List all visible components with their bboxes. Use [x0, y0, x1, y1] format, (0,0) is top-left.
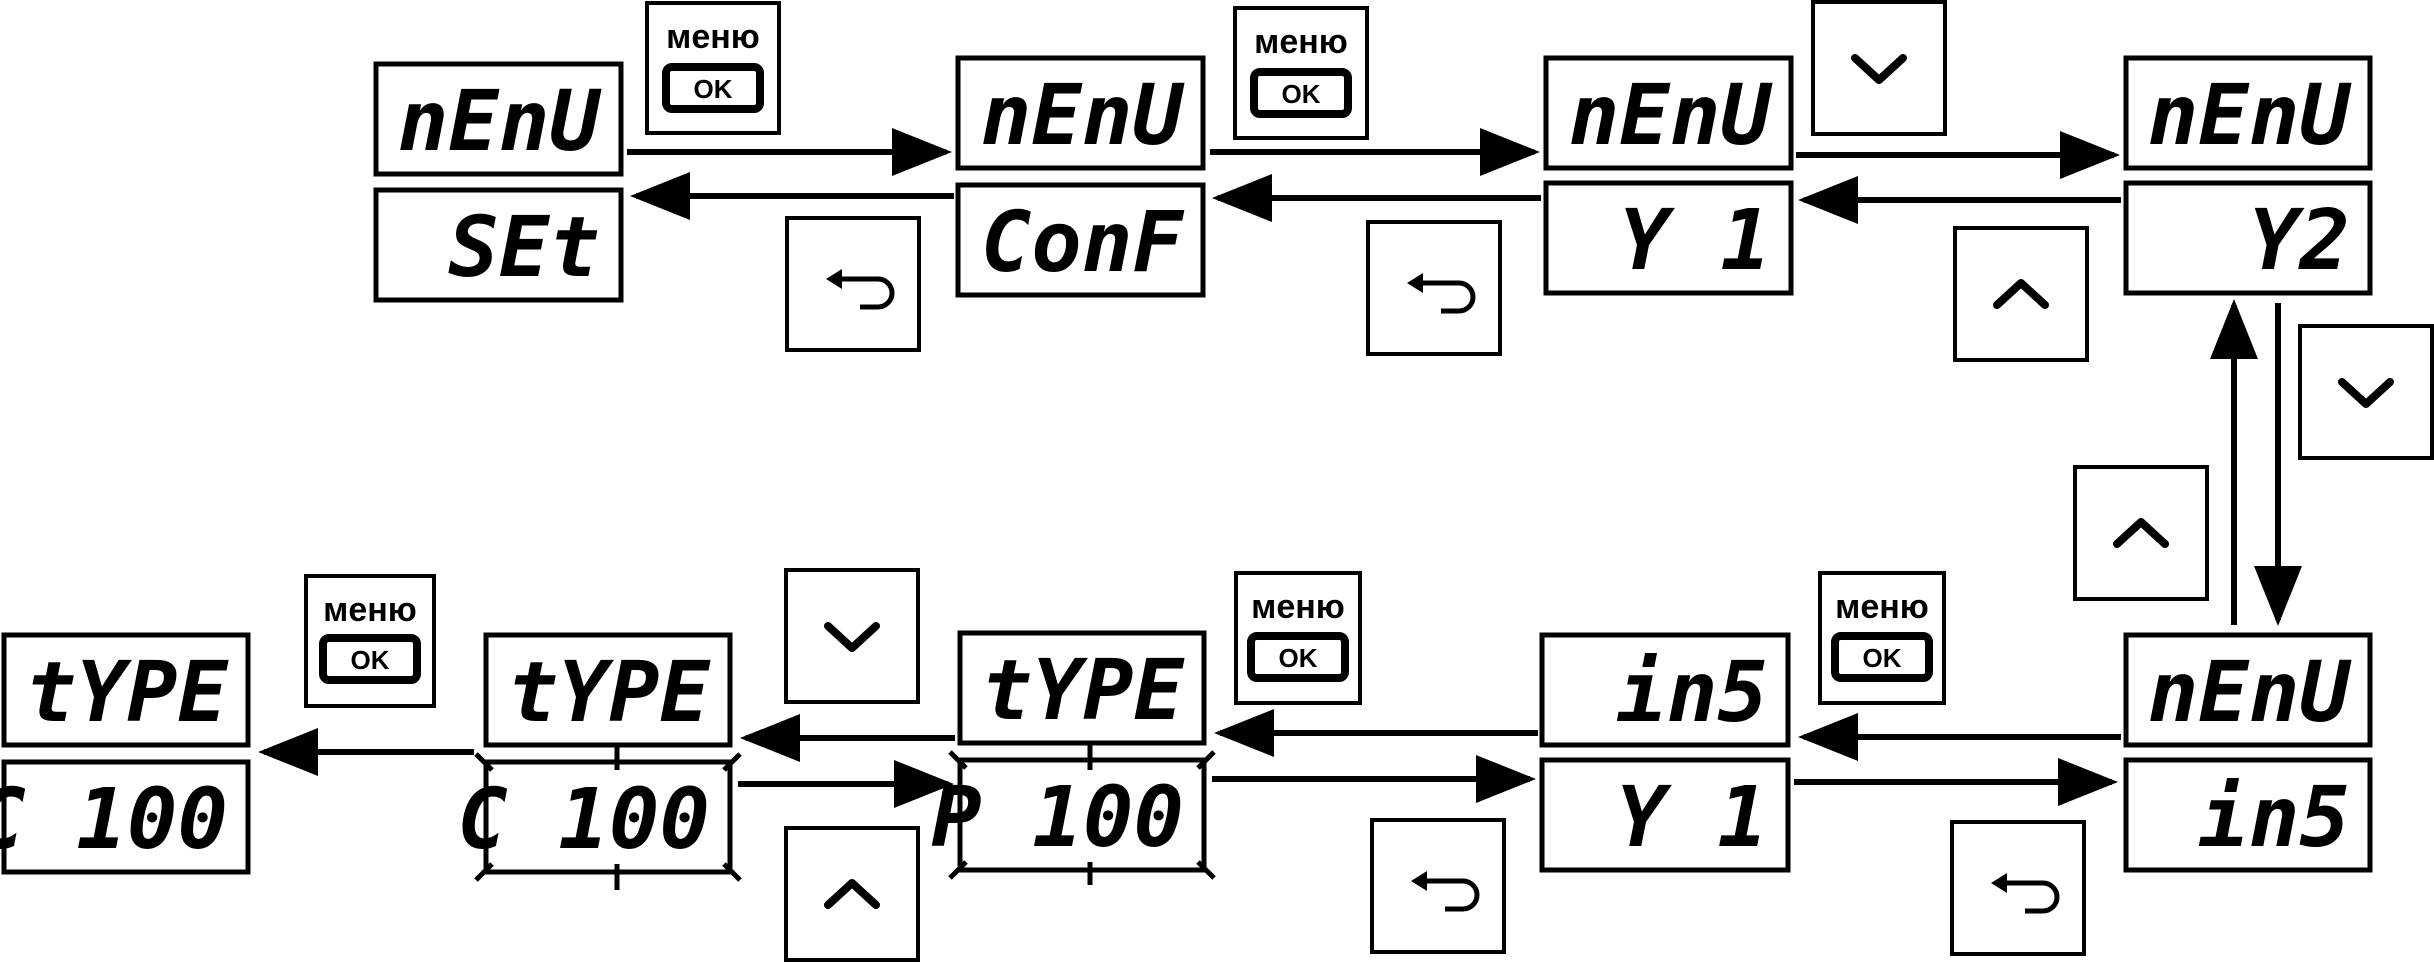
menu-ok-button: меню OK — [1233, 6, 1369, 140]
up-button — [1953, 226, 2089, 362]
menu-label: меню — [323, 591, 417, 629]
back-button — [785, 216, 921, 352]
display-type-c100: tYPE C 100 — [0, 632, 251, 875]
display-menu-y2: nEnU Y2 — [2123, 55, 2373, 296]
ok-key-label: OK — [694, 74, 733, 104]
chevron-up-icon — [824, 879, 880, 909]
display-top-text: tYPE — [508, 643, 712, 741]
menu-label: меню — [1835, 588, 1929, 626]
display-menu-in5: nEnU in5 — [2123, 632, 2373, 873]
display-type-p100: tYPE P 100 — [931, 630, 1216, 885]
blink-marks — [474, 745, 742, 890]
display-bottom-text: C 100 — [457, 770, 710, 868]
display-menu-conf: nEnU ConF — [955, 55, 1206, 298]
up-button — [784, 826, 920, 962]
display-bottom-text: in5 — [2198, 768, 2350, 866]
down-button — [2298, 324, 2434, 460]
display-top-text: tYPE — [26, 643, 230, 741]
back-arrow-icon — [826, 269, 895, 310]
menu-ok-button: меню OK — [304, 574, 436, 708]
display-top-text: nEnU — [2148, 643, 2353, 741]
display-bottom-text: SEt — [448, 198, 600, 296]
blink-marks — [948, 745, 1216, 885]
back-button — [1370, 818, 1506, 954]
chevron-down-icon — [824, 622, 880, 652]
display-type-c100-edit: tYPE C 100 — [457, 632, 742, 890]
display-menu-y1: nEnU Y 1 — [1543, 55, 1794, 296]
menu-ok-button: меню OK — [1234, 571, 1362, 705]
menu-label: меню — [666, 18, 760, 56]
back-arrow-icon — [1411, 871, 1480, 912]
back-button — [1950, 820, 2086, 956]
back-arrow-icon — [1991, 873, 2060, 914]
display-bottom-text: P 100 — [931, 768, 1184, 866]
chevron-up-icon — [1993, 279, 2049, 309]
display-top-text: nEnU — [2148, 66, 2353, 164]
up-button — [2073, 465, 2209, 601]
display-top-text: nEnU — [1569, 66, 1774, 164]
ok-key-label: OK — [1279, 643, 1318, 673]
display-in5-y1: in5 Y 1 — [1539, 632, 1791, 873]
menu-label: меню — [1254, 23, 1348, 61]
menu-ok-button: меню OK — [1818, 571, 1946, 705]
down-button — [1811, 0, 1947, 136]
back-button — [1366, 220, 1502, 356]
display-bottom-text: Y 1 — [1616, 768, 1768, 866]
chevron-down-icon — [2338, 378, 2394, 408]
menu-ok-button: меню OK — [645, 1, 781, 135]
flow-arrows — [258, 128, 2302, 808]
display-top-text: nEnU — [398, 72, 603, 170]
ok-key-label: OK — [1863, 643, 1902, 673]
down-button — [784, 568, 920, 704]
display-bottom-text: C 100 — [0, 770, 228, 868]
display-top-text: nEnU — [981, 66, 1186, 164]
display-menu-set: nEnU SEt — [373, 61, 624, 303]
menu-label: меню — [1251, 588, 1345, 626]
display-top-text: in5 — [1616, 643, 1768, 741]
ok-key-label: OK — [351, 645, 390, 675]
display-top-text: tYPE — [982, 641, 1186, 739]
ok-key-label: OK — [1282, 79, 1321, 109]
display-bottom-text: ConF — [981, 193, 1186, 291]
display-bottom-text: Y 1 — [1619, 191, 1771, 289]
back-arrow-icon — [1407, 273, 1476, 314]
chevron-down-icon — [1851, 54, 1907, 84]
chevron-up-icon — [2113, 518, 2169, 548]
display-bottom-text: Y2 — [2249, 191, 2350, 289]
